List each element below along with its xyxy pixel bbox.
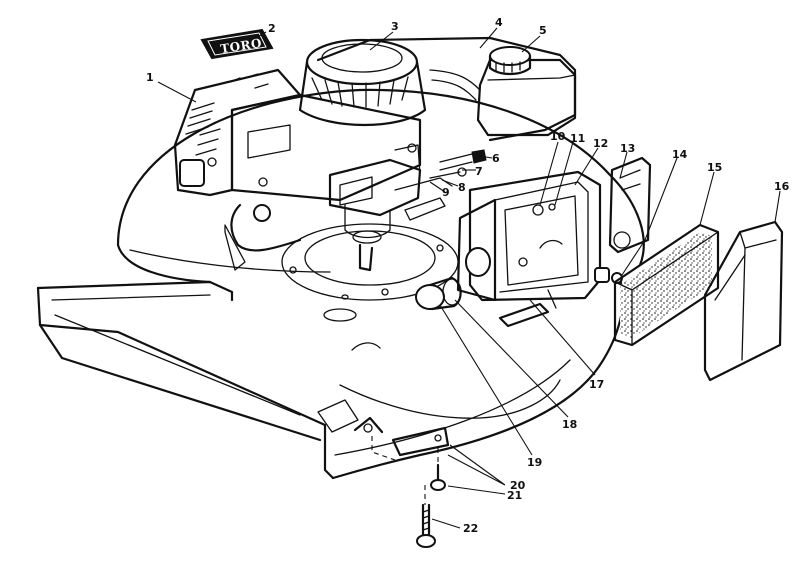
leader-lines [157, 27, 781, 529]
toro-decal: TORO [200, 28, 274, 60]
breather-plugs [415, 276, 462, 311]
callout-13: 13 [620, 142, 635, 155]
air-cleaner-body [456, 170, 602, 328]
callout-20: 20 [510, 479, 526, 492]
callout-19: 19 [527, 456, 542, 469]
callout-21: 21 [507, 489, 522, 502]
callout-15: 15 [707, 161, 722, 174]
callout-3: 3 [391, 20, 399, 33]
gasket [608, 156, 652, 254]
callout-7: 7 [475, 165, 483, 178]
callout-4: 4 [495, 16, 503, 29]
deflector-hardware [371, 426, 450, 548]
callout-12: 12 [593, 137, 608, 150]
callout-17: 17 [589, 378, 604, 391]
callout-8: 8 [458, 181, 466, 194]
toro-logo-text: TORO [219, 36, 262, 56]
spacer [594, 267, 623, 284]
callout-16: 16 [774, 180, 790, 193]
callout-2: 2 [268, 22, 276, 35]
mower-deck [36, 88, 645, 480]
callout-labels: 1 2 3 4 5 6 7 8 9 10 11 12 13 14 15 16 1… [146, 16, 790, 535]
callout-9: 9 [442, 186, 450, 199]
engine-body [173, 36, 577, 272]
callout-6: 6 [492, 152, 500, 165]
air-cleaner-cover [703, 220, 784, 382]
fuel-cap [488, 46, 532, 76]
callout-14: 14 [672, 148, 688, 161]
foam-element [613, 223, 720, 347]
callout-22: 22 [463, 522, 478, 535]
callout-5: 5 [539, 24, 547, 37]
callout-1: 1 [146, 71, 154, 84]
callout-10: 10 [550, 130, 566, 143]
callout-11: 11 [570, 132, 585, 145]
callout-18: 18 [562, 418, 577, 431]
